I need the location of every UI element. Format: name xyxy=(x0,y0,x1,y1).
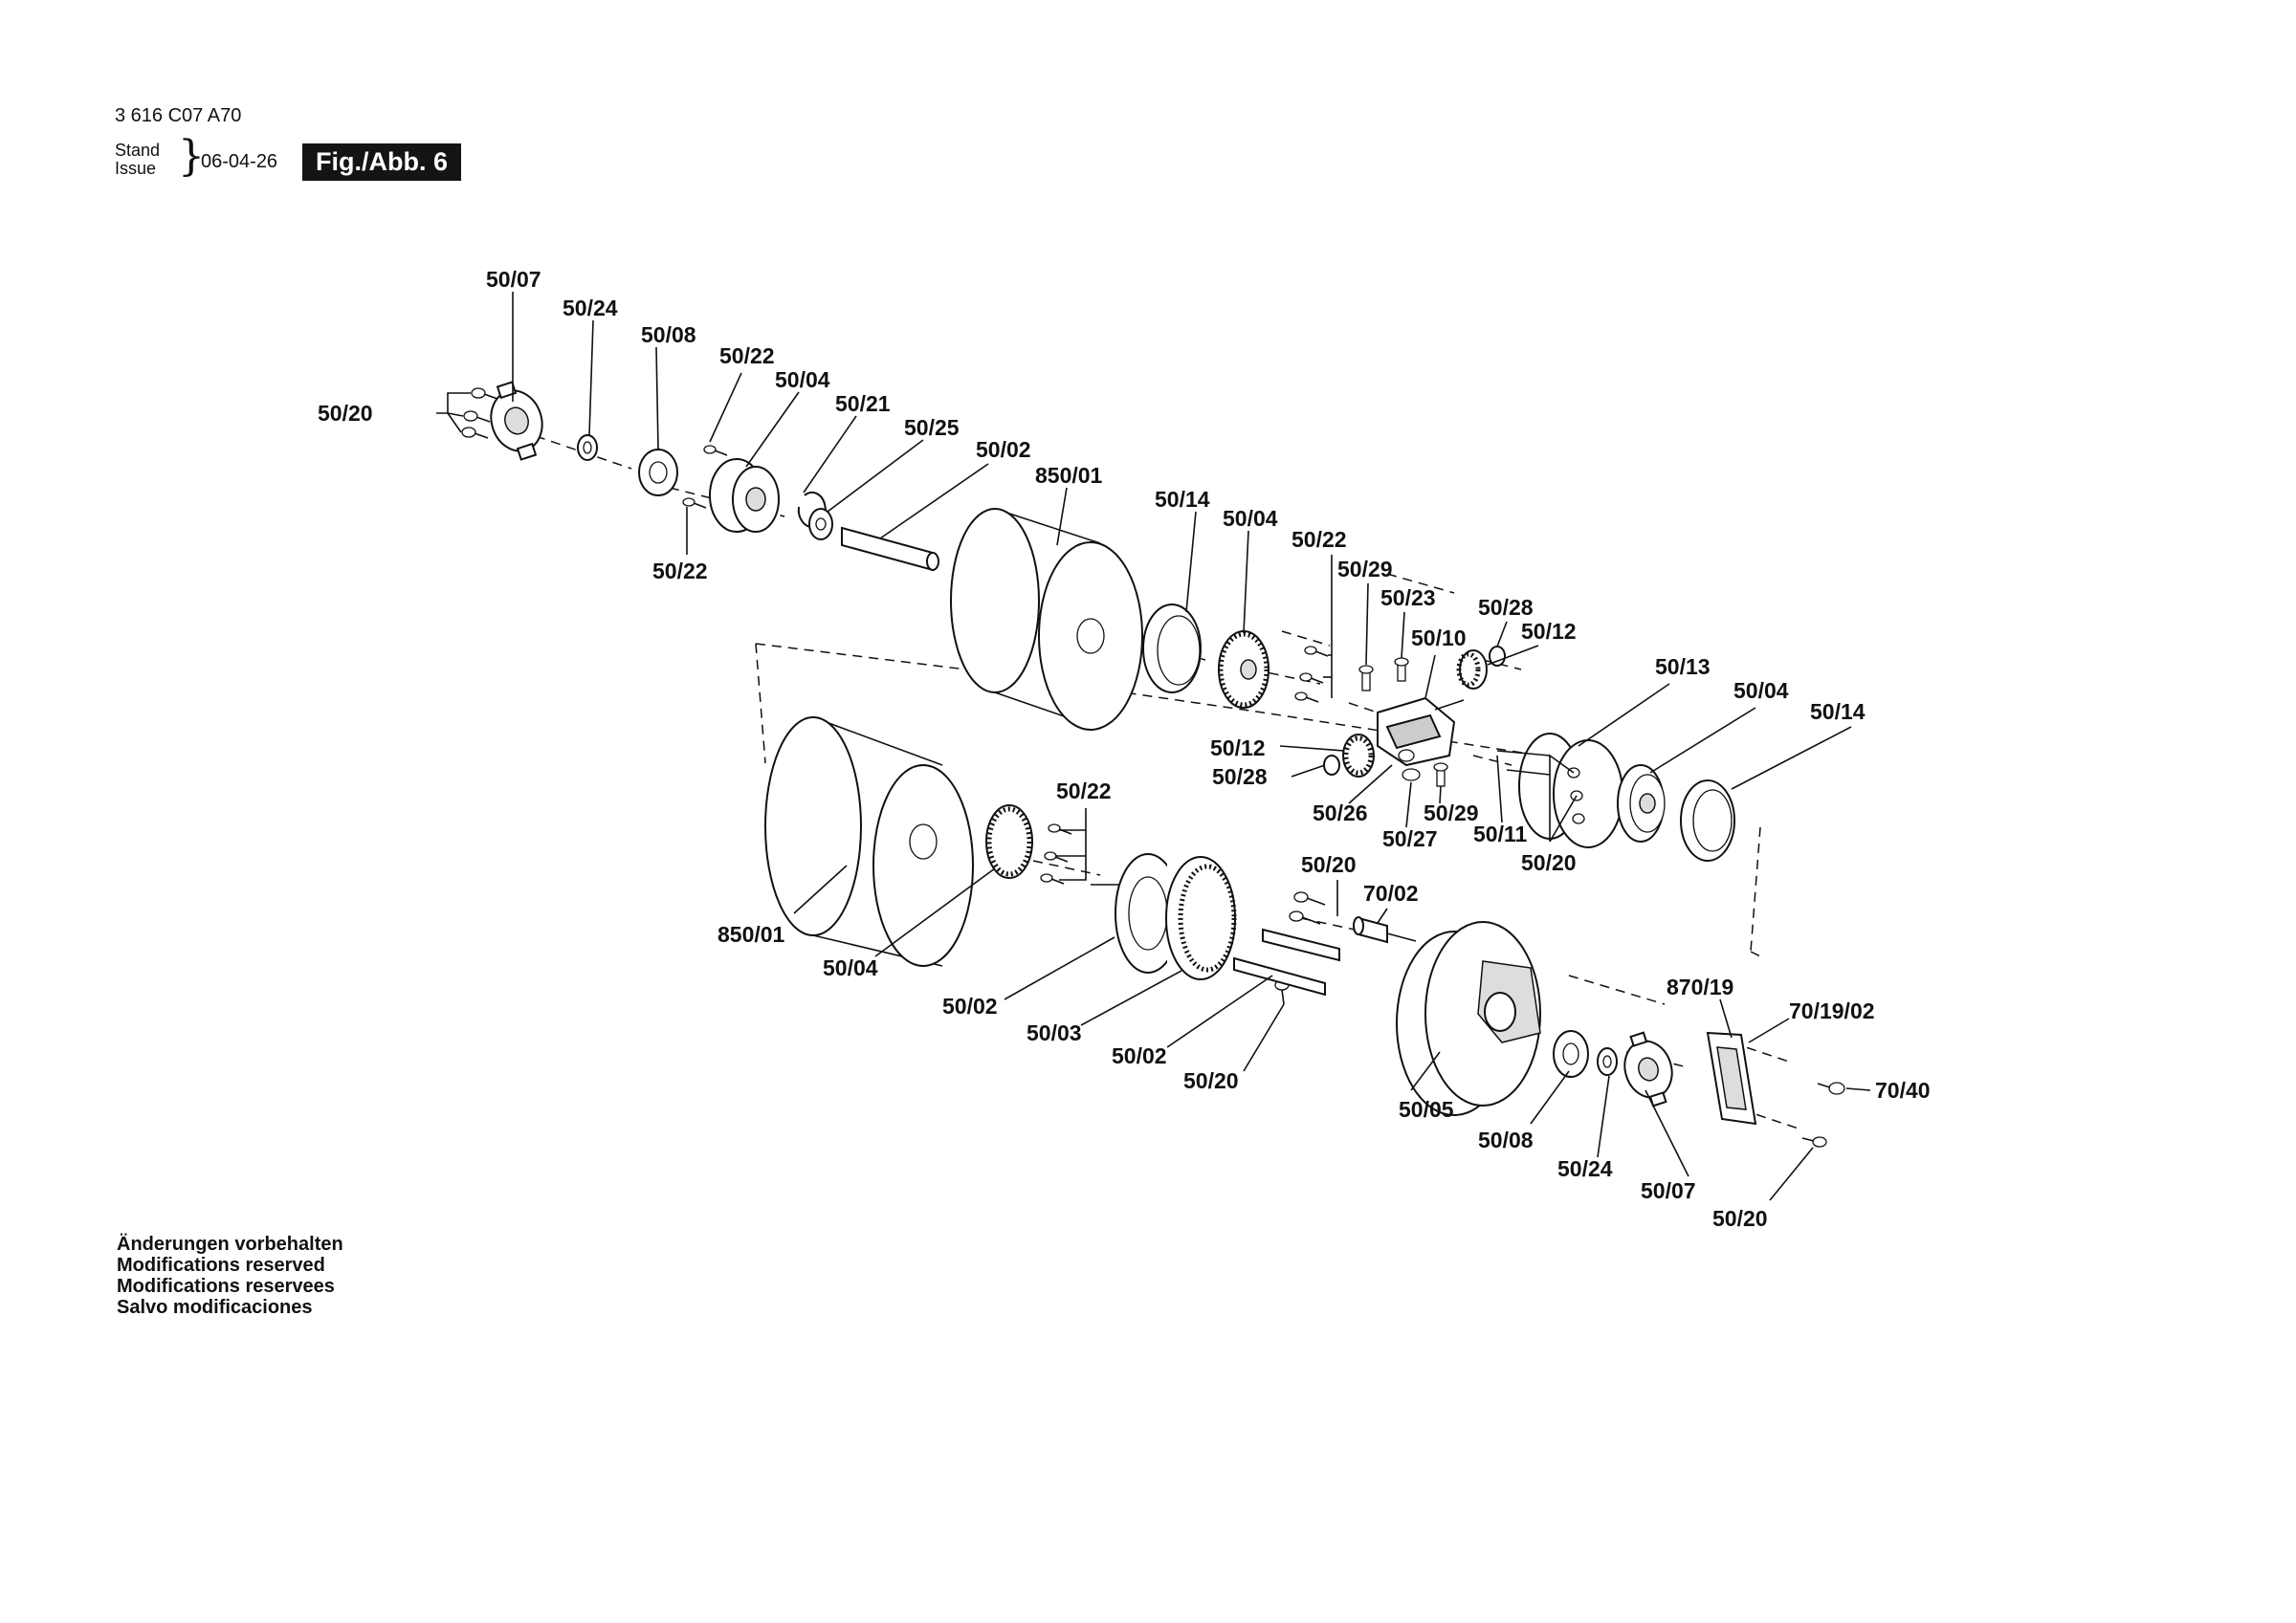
callout-label: 50/13 xyxy=(1655,654,1711,679)
callout-label: 50/22 xyxy=(1056,779,1112,803)
stand-issue-label: Stand Issue xyxy=(115,142,160,178)
callout-label: 50/08 xyxy=(641,322,696,347)
callout-label: 50/03 xyxy=(1027,1020,1082,1045)
callout-label: 50/23 xyxy=(1380,585,1436,610)
callout-label: 50/14 xyxy=(1155,487,1210,512)
small-screws-upper xyxy=(1358,657,1409,691)
callout-label: 50/25 xyxy=(904,415,960,440)
callout-label: 50/28 xyxy=(1212,764,1268,789)
callout-label: 50/20 xyxy=(1183,1068,1239,1093)
callout-label: 50/02 xyxy=(976,437,1031,462)
callout-label: 50/04 xyxy=(775,367,830,392)
drum-lower xyxy=(764,716,974,967)
callout-label: 50/22 xyxy=(652,559,708,583)
planet-carrier-assembly xyxy=(1091,853,1237,980)
callout-label: 50/20 xyxy=(1521,850,1577,875)
callout-label: 50/02 xyxy=(1112,1043,1167,1068)
callout-label: 50/12 xyxy=(1521,619,1577,644)
callout-label: 70/40 xyxy=(1875,1078,1931,1103)
shaft-top xyxy=(841,526,939,572)
bearing-top xyxy=(638,449,678,496)
callout-label: 50/04 xyxy=(1733,678,1789,703)
planet-pins xyxy=(1233,928,1340,997)
washer-50-25 xyxy=(808,508,833,540)
ring-gear-lower xyxy=(985,804,1033,879)
callout-label: 70/19/02 xyxy=(1789,998,1875,1023)
callout-label: 50/05 xyxy=(1399,1097,1454,1122)
note-french: Modifications reservees xyxy=(117,1276,335,1297)
callout-label: 50/04 xyxy=(1223,506,1278,531)
callout-label: 50/20 xyxy=(318,401,373,426)
callout-label: 50/26 xyxy=(1313,801,1368,825)
washer-top xyxy=(577,434,598,461)
callout-label: 50/24 xyxy=(1557,1156,1613,1181)
callout-label: 70/02 xyxy=(1363,881,1419,906)
screws-50-22-lower xyxy=(1040,823,1072,885)
drum-top xyxy=(950,508,1143,731)
mounting-bracket-870-19 xyxy=(1706,1031,1757,1126)
callout-label: 870/19 xyxy=(1667,975,1733,999)
callout-label: 50/04 xyxy=(823,955,878,980)
callout-label: 50/27 xyxy=(1382,826,1438,851)
cover-plate-top xyxy=(490,381,543,461)
callout-label: 50/20 xyxy=(1301,852,1357,877)
shaft-70-02 xyxy=(1353,916,1417,944)
callout-label: 50/29 xyxy=(1424,801,1479,825)
note-english: Modifications reserved xyxy=(117,1255,325,1276)
seal-ring-right xyxy=(1680,779,1735,862)
screws-50-22-mid xyxy=(1294,646,1329,703)
callout-label: 50/12 xyxy=(1210,735,1266,760)
seal-ring-top xyxy=(1142,603,1202,693)
callout-label: 50/08 xyxy=(1478,1128,1534,1152)
gear-bracket xyxy=(1377,696,1465,767)
callout-labels: 50/07 50/24 50/08 50/22 50/04 50/21 50/2… xyxy=(318,267,1931,1231)
leader-lines xyxy=(436,292,1871,1201)
ring-gear-top xyxy=(1218,630,1269,709)
callout-label: 50/02 xyxy=(942,994,998,1019)
callout-label: 50/22 xyxy=(1292,527,1347,552)
callout-label: 850/01 xyxy=(1035,463,1103,488)
gear-lower xyxy=(1323,734,1375,778)
callout-label: 50/21 xyxy=(835,391,891,416)
callout-label: 50/14 xyxy=(1810,699,1866,724)
callout-label: 50/11 xyxy=(1473,822,1527,846)
cover-plate-lower xyxy=(1623,1031,1673,1108)
note-german: Änderungen vorbehalten xyxy=(117,1234,343,1255)
gear-housing-50-13 xyxy=(1496,722,1623,848)
brace-symbol: } xyxy=(178,132,205,181)
callout-label: 50/07 xyxy=(1641,1178,1696,1203)
bearing-flange-top xyxy=(709,458,780,533)
screws-50-22-top xyxy=(682,445,728,509)
modification-notes: Änderungen vorbehalten Modifications res… xyxy=(117,1234,343,1318)
bearing-lower xyxy=(1553,1030,1618,1078)
screws-50-20-top xyxy=(461,387,498,439)
callout-label: 850/01 xyxy=(718,922,785,947)
callout-label: 50/22 xyxy=(719,343,775,368)
flange-right xyxy=(1617,764,1666,843)
document-code: 3 616 C07 A70 xyxy=(115,105,242,126)
callout-label: 50/20 xyxy=(1712,1206,1768,1231)
stand-label: Stand xyxy=(115,141,161,160)
screws-bottom-right xyxy=(1801,1082,1845,1148)
small-parts-lower xyxy=(1398,749,1448,787)
issue-label: Issue xyxy=(115,159,157,178)
issue-date: 06-04-26 xyxy=(201,151,278,172)
housing-cover-50-05 xyxy=(1396,921,1541,1116)
callout-label: 50/10 xyxy=(1411,625,1467,650)
callout-label: 50/24 xyxy=(563,296,618,320)
bevel-gear-upper xyxy=(1456,646,1506,690)
note-spanish: Salvo modificaciones xyxy=(117,1297,313,1318)
figure-badge: Fig./Abb. 6 xyxy=(302,143,461,181)
callout-label: 50/29 xyxy=(1337,557,1393,581)
callout-label: 50/28 xyxy=(1478,595,1534,620)
callout-label: 50/07 xyxy=(486,267,541,292)
